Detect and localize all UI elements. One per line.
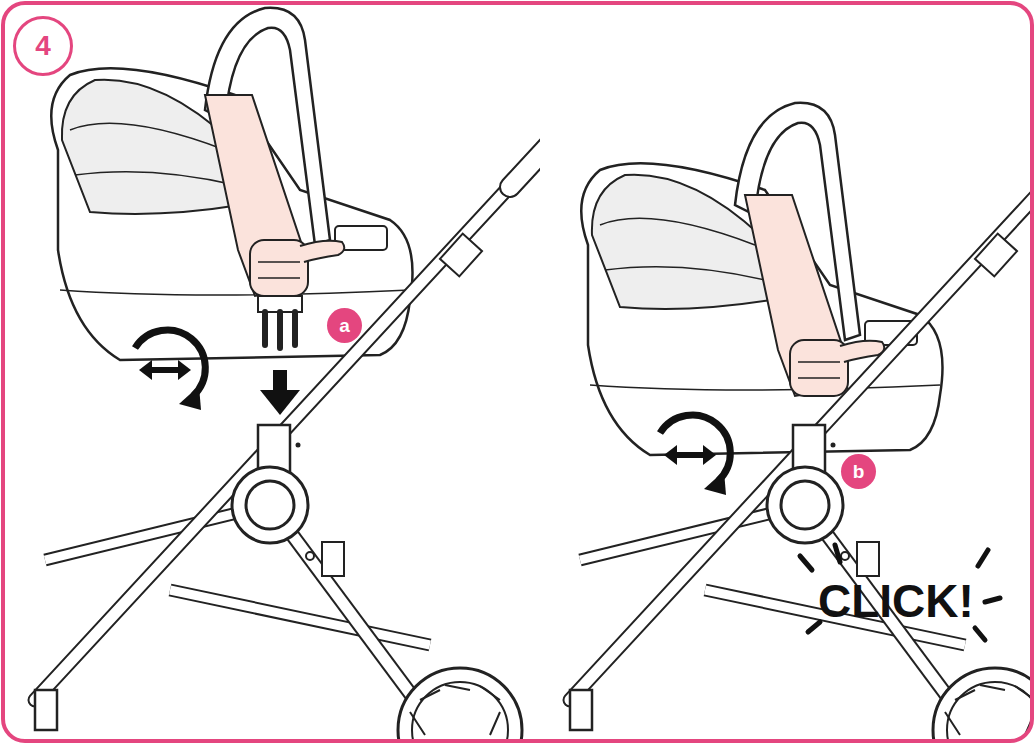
stroller-frame xyxy=(35,105,585,741)
callout-letter-text: b xyxy=(853,461,865,483)
stroller-frame xyxy=(570,105,1032,741)
rotate-icon xyxy=(660,415,730,495)
panels xyxy=(35,3,1032,741)
callout-letter: b xyxy=(841,454,876,489)
step-number: 4 xyxy=(13,16,73,76)
step-number-text: 4 xyxy=(35,30,51,62)
hand xyxy=(205,95,344,296)
hand xyxy=(745,195,884,396)
rotate-icon xyxy=(135,330,205,410)
frame-border xyxy=(3,3,1032,741)
connector-prongs xyxy=(265,312,295,348)
callout-letter-text: a xyxy=(339,315,350,337)
sound-effect: CLICK! xyxy=(818,574,974,628)
car-seat xyxy=(51,8,412,360)
car-seat xyxy=(581,103,942,455)
down-arrow-head xyxy=(260,390,300,415)
panel-background xyxy=(540,3,1032,741)
callout-letter: a xyxy=(327,308,362,343)
click-burst xyxy=(800,545,1000,640)
down-arrow xyxy=(273,370,287,392)
